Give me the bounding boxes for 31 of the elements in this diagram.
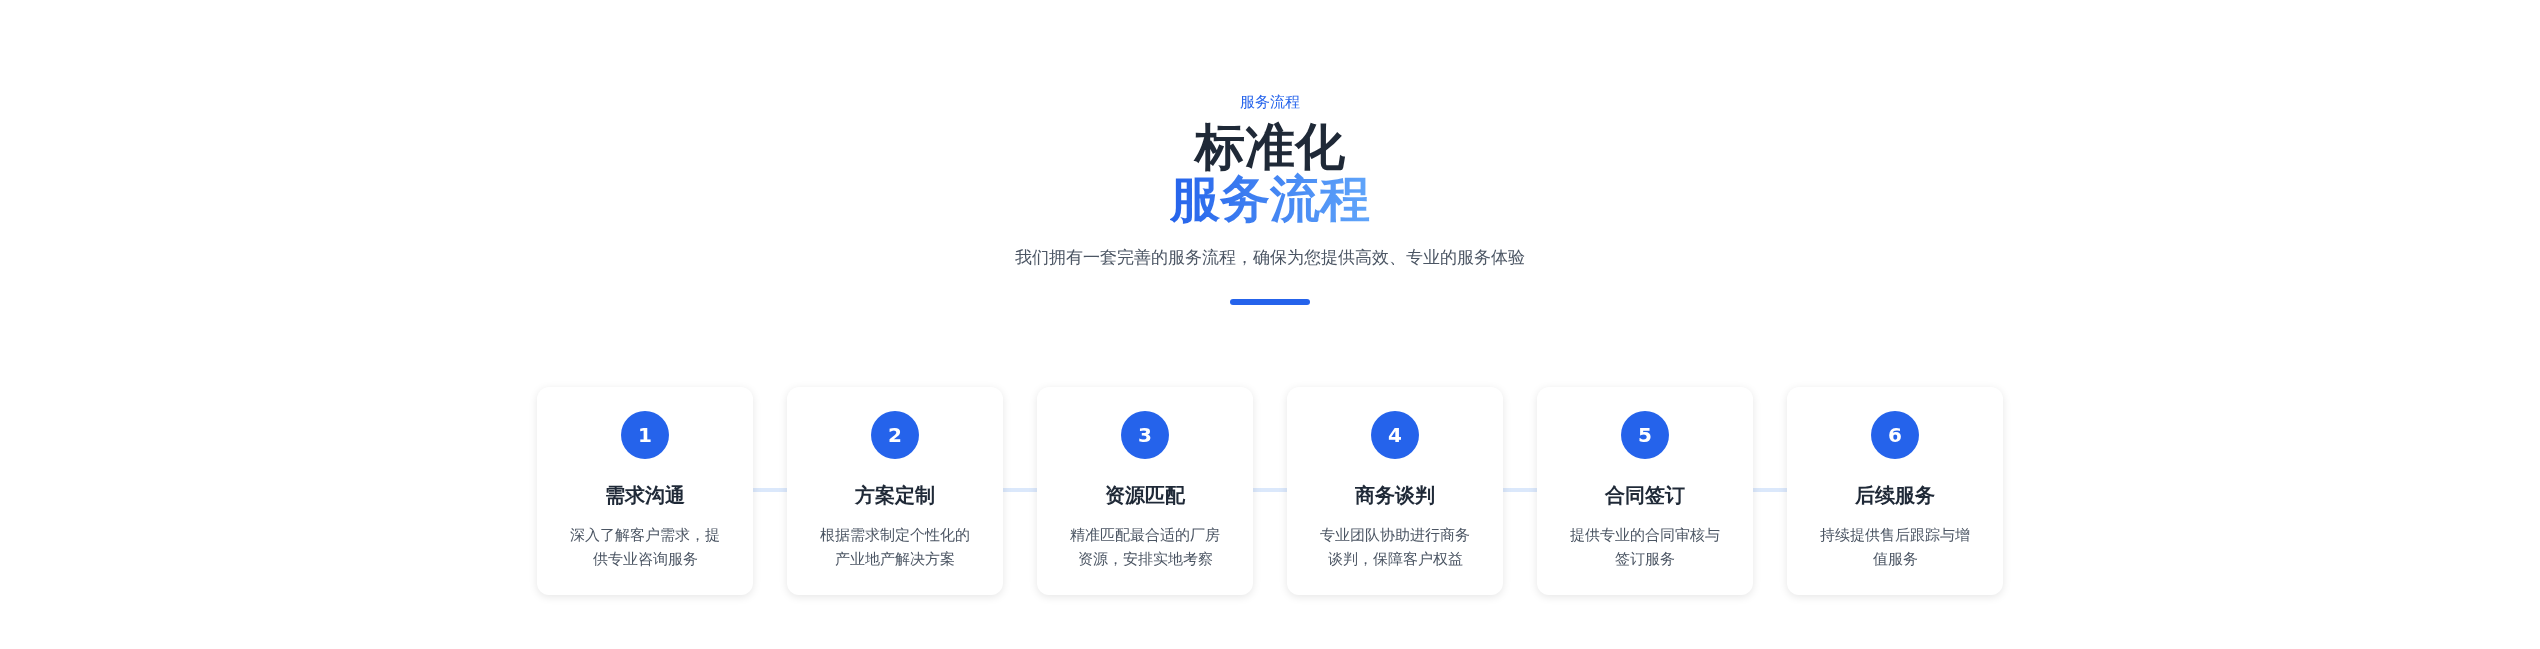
step-card <box>787 387 1003 595</box>
step-title: 需求沟通 <box>605 483 685 507</box>
step-description: 提供专业的合同审核与签订服务 <box>1569 525 1721 570</box>
step-description: 精准匹配最合适的厂房资源，安排实地考察 <box>1069 525 1221 570</box>
connector-line <box>1003 488 1037 492</box>
step-title: 后续服务 <box>1855 483 1935 507</box>
subtitle: 我们拥有一套完善的服务流程，确保为您提供高效、专业的服务体验 <box>1015 248 1525 267</box>
step-description: 深入了解客户需求，提供专业咨询服务 <box>569 525 721 570</box>
step-number-circle: 6 <box>1871 411 1919 459</box>
step-description: 持续提供售后跟踪与增值服务 <box>1819 525 1971 570</box>
step-card <box>1037 387 1253 595</box>
connector-line <box>1253 488 1287 492</box>
step-number-circle: 5 <box>1621 411 1669 459</box>
step-description: 根据需求制定个性化的产业地产解决方案 <box>819 525 971 570</box>
connector-line <box>1503 488 1537 492</box>
step-title: 合同签订 <box>1605 483 1685 507</box>
section-eyebrow: 服务流程 <box>1240 94 1300 111</box>
step-card <box>1287 387 1503 595</box>
step-card <box>1787 387 2003 595</box>
step-card <box>537 387 753 595</box>
step-card <box>1537 387 1753 595</box>
step-number-circle: 4 <box>1371 411 1419 459</box>
step-number-circle: 3 <box>1121 411 1169 459</box>
connector-line <box>753 488 787 492</box>
connector-line <box>1753 488 1787 492</box>
step-number-circle: 1 <box>621 411 669 459</box>
step-title: 资源匹配 <box>1105 483 1185 507</box>
step-number-circle: 2 <box>871 411 919 459</box>
step-title: 商务谈判 <box>1355 483 1435 507</box>
step-title: 方案定制 <box>855 483 935 507</box>
step-description: 专业团队协助进行商务谈判，保障客户权益 <box>1319 525 1471 570</box>
